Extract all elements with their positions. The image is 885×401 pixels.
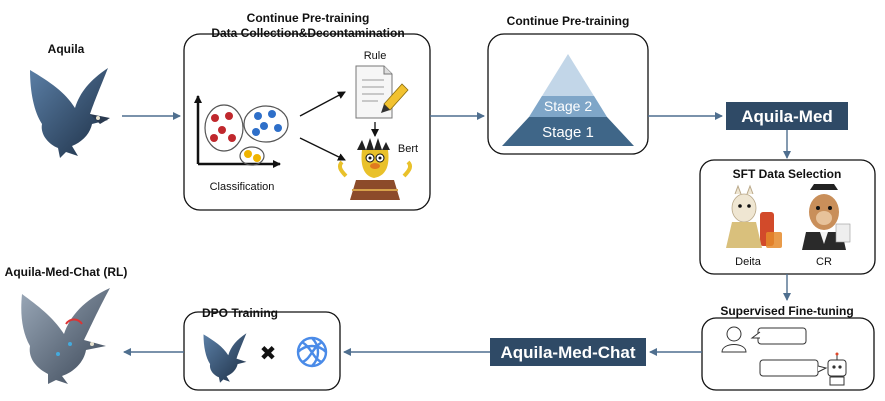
bert-label: Bert bbox=[398, 143, 418, 155]
times-icon: ✖ bbox=[260, 343, 277, 365]
alpaca-icon bbox=[726, 184, 782, 248]
arrow-to-rule bbox=[299, 91, 346, 117]
bert-puppet-icon bbox=[337, 138, 413, 200]
openai-logo-icon bbox=[296, 336, 328, 368]
eagle-icon bbox=[21, 288, 110, 384]
finetuning-title: Supervised Fine-tuning bbox=[720, 304, 853, 318]
rule-label: Rule bbox=[364, 50, 387, 62]
pretraining-title: Continue Pre-training bbox=[507, 14, 630, 28]
pencil-icon bbox=[381, 83, 409, 113]
document-icon bbox=[355, 65, 393, 119]
classification-label: Classification bbox=[210, 181, 275, 193]
stage1-label: Stage 1 bbox=[542, 124, 594, 141]
aquila-med-box bbox=[726, 102, 848, 130]
pyramid-icon bbox=[502, 54, 634, 146]
chat-bubble-icon bbox=[759, 359, 828, 377]
eagle-icon bbox=[30, 68, 110, 158]
user-icon bbox=[721, 326, 747, 353]
data-collection-title-1: Continue Pre-training bbox=[247, 11, 370, 25]
eagle-icon bbox=[203, 333, 247, 383]
aquila-med-chat-box bbox=[490, 338, 646, 366]
aquila-med-chat-label: Aquila-Med-Chat bbox=[500, 343, 635, 362]
cr-label: CR bbox=[816, 256, 832, 268]
chat-bubble-icon bbox=[750, 327, 807, 345]
sft-selection-title: SFT Data Selection bbox=[733, 167, 842, 181]
alpaca-icon bbox=[802, 184, 851, 250]
aquila-med-label: Aquila-Med bbox=[741, 107, 833, 126]
dpo-title: DPO Training bbox=[202, 306, 278, 320]
deita-label: Deita bbox=[735, 256, 762, 268]
classification-scatter-icon bbox=[194, 95, 289, 168]
robot-icon bbox=[827, 352, 847, 386]
aquila-title: Aquila bbox=[48, 42, 85, 56]
arrow-to-bert bbox=[299, 137, 346, 161]
data-collection-title-2: Data Collection&Decontamination bbox=[211, 26, 404, 40]
aquila-med-chat-rl-title: Aquila-Med-Chat (RL) bbox=[5, 265, 128, 279]
stage2-label: Stage 2 bbox=[544, 98, 592, 114]
